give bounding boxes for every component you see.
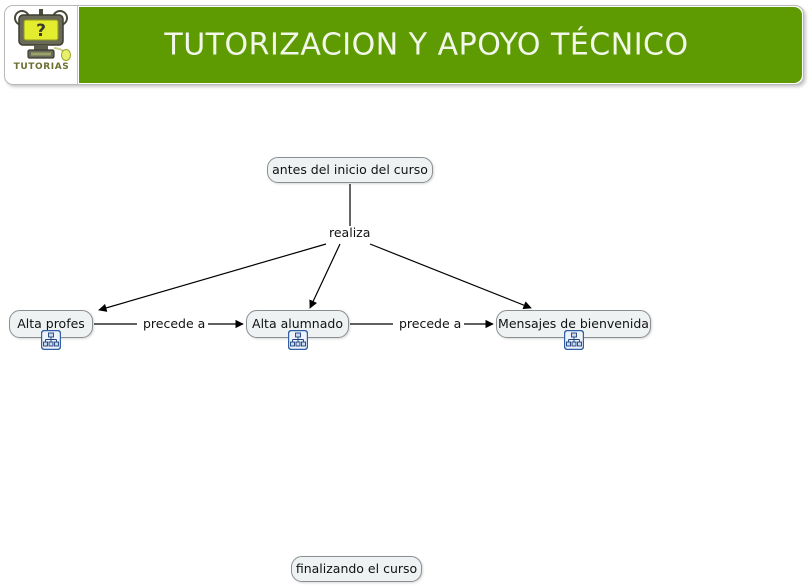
hierarchy-submap-icon[interactable] [563,330,584,350]
concept-label: Mensajes de bienvenida [498,315,649,331]
link-label-precede-a-1[interactable]: precede a [140,317,209,332]
hierarchy-submap-icon[interactable] [41,330,61,350]
concept-node-antes-del-inicio-del-curso[interactable]: antes del inicio del curso [267,157,433,183]
edge-realiza-to-mensajes [369,243,532,310]
concept-node-alta-alumnado[interactable]: Alta alumnado [246,310,349,350]
logo-cell: ? TUTORIAS [5,6,78,84]
concept-label: Alta alumnado [252,315,343,331]
concept-label: Alta profes [17,315,85,331]
edge-realiza-to-alta-profes [98,243,327,312]
concept-node-alta-profes[interactable]: Alta profes [9,310,93,350]
hierarchy-submap-icon[interactable] [287,330,308,350]
page-title: TUTORIZACION Y APOYO TÉCNICO [164,27,689,63]
concept-label: antes del inicio del curso [272,161,428,177]
svg-text:?: ? [36,21,46,41]
link-label-realiza[interactable]: realiza [326,226,374,241]
header-green-bar: TUTORIZACION Y APOYO TÉCNICO [79,7,802,83]
edge-realiza-to-alta-alumnado [309,243,341,309]
concept-node-finalizando-el-curso[interactable]: finalizando el curso [291,556,422,582]
edge-layer [94,184,532,329]
logo-caption: TUTORIAS [13,62,70,72]
concept-label: finalizando el curso [295,560,418,576]
computer-monitor-question-icon: ? [14,9,71,61]
concept-node-mensajes-de-bienvenida[interactable]: Mensajes de bienvenida [496,310,651,350]
concept-map-canvas: antes del inicio del curso Alta profes A… [0,86,811,586]
link-label-precede-a-2[interactable]: precede a [396,317,465,332]
header-banner: ? TUTORIAS TUTORIZACION Y APOYO TÉCNICO [4,5,804,85]
